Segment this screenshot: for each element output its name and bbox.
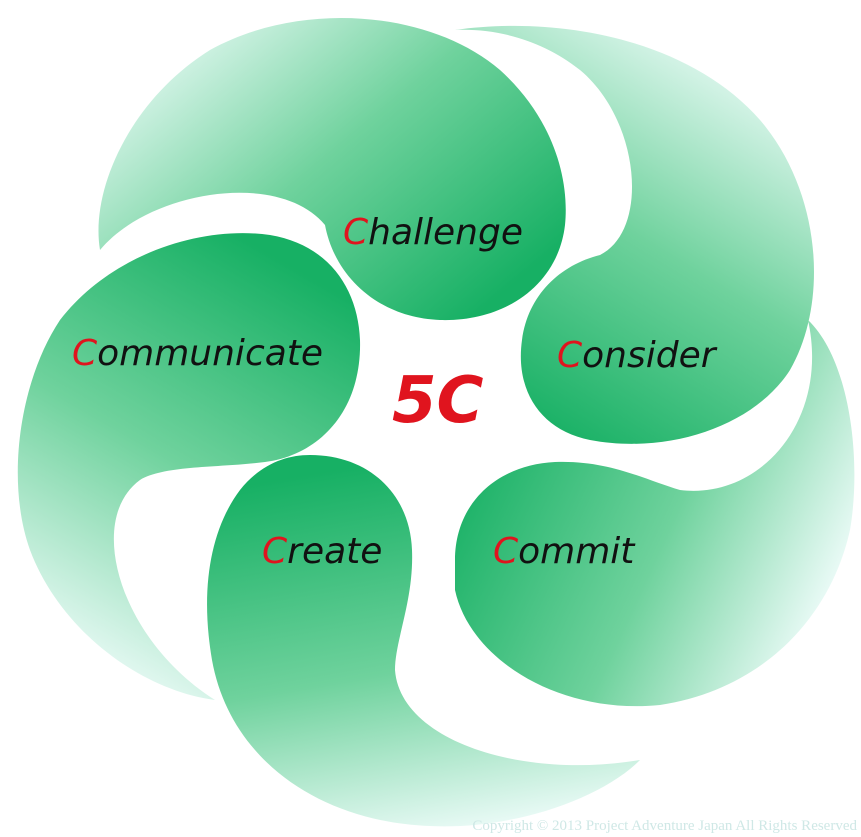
label-consider: Consider: [557, 335, 718, 376]
label-communicate: Communicate: [72, 333, 323, 374]
petal-challenge-shape: [98, 17, 566, 321]
label-challenge: Challenge: [343, 212, 523, 253]
petal-create-shape: [207, 455, 640, 827]
petal-commit-shape: [455, 320, 855, 707]
center-label-5c: 5C: [392, 364, 484, 438]
petal-consider-shape: [455, 25, 814, 444]
label-commit: Commit: [493, 531, 636, 572]
copyright-notice: Copyright © 2013 Project Adventure Japan…: [472, 818, 857, 834]
petal-communicate-shape: [17, 233, 361, 700]
label-create: Create: [262, 531, 382, 572]
